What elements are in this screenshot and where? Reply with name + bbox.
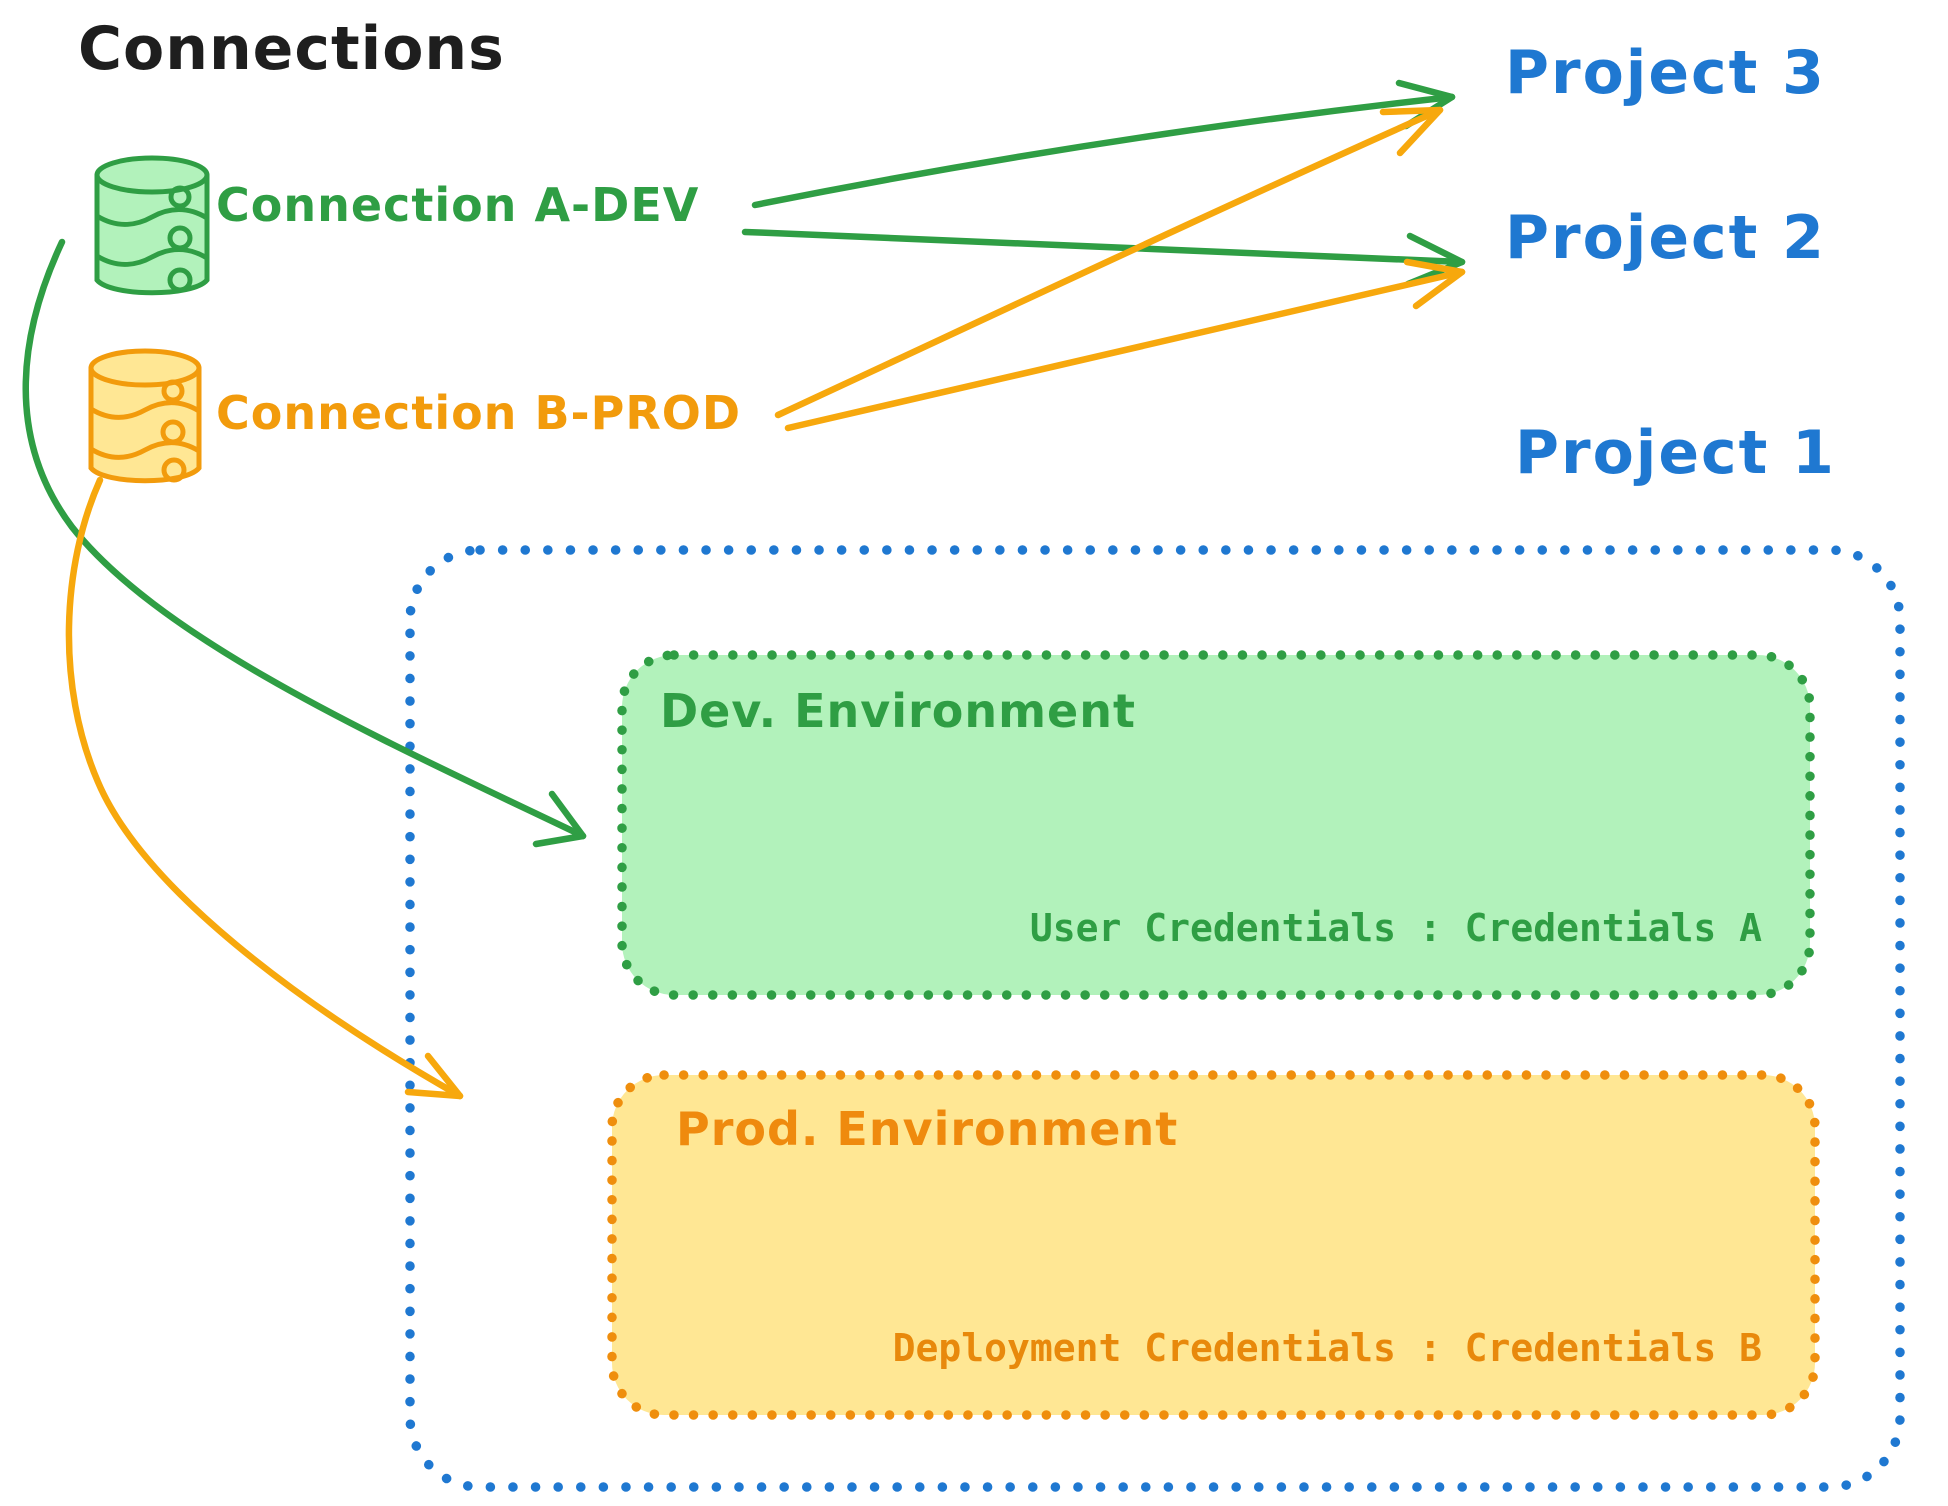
project-1-container [405, 545, 1905, 1492]
arrow-a-dev-to-dev-environment [22, 238, 587, 848]
prod-environment-title: Prod. Environment [676, 1102, 1179, 1156]
arrow-b-prod-to-prod-environment [65, 476, 464, 1100]
project-1-label: Project 1 [1515, 418, 1836, 488]
connection-b-prod-label: Connection B-PROD [216, 386, 742, 440]
prod-environment-box [607, 1070, 1820, 1420]
arrow-b-prod-to-project-2 [784, 258, 1466, 432]
project-2-label: Project 2 [1505, 203, 1826, 273]
connections-title: Connections [78, 14, 505, 84]
database-icon [88, 348, 202, 484]
dev-environment-box [617, 650, 1815, 1000]
arrow-b-prod-to-project-3 [774, 106, 1444, 419]
dev-environment-title: Dev. Environment [660, 684, 1136, 738]
prod-credentials-text: Deployment Credentials : Credentials B [892, 1326, 1762, 1370]
project-3-label: Project 3 [1505, 38, 1826, 108]
database-icon [94, 155, 210, 296]
connection-a-dev-label: Connection A-DEV [216, 178, 700, 232]
arrow-a-dev-to-project-3 [751, 79, 1456, 209]
arrow-a-dev-to-project-2 [741, 228, 1466, 288]
dev-credentials-text: User Credentials : Credentials A [1029, 906, 1762, 950]
